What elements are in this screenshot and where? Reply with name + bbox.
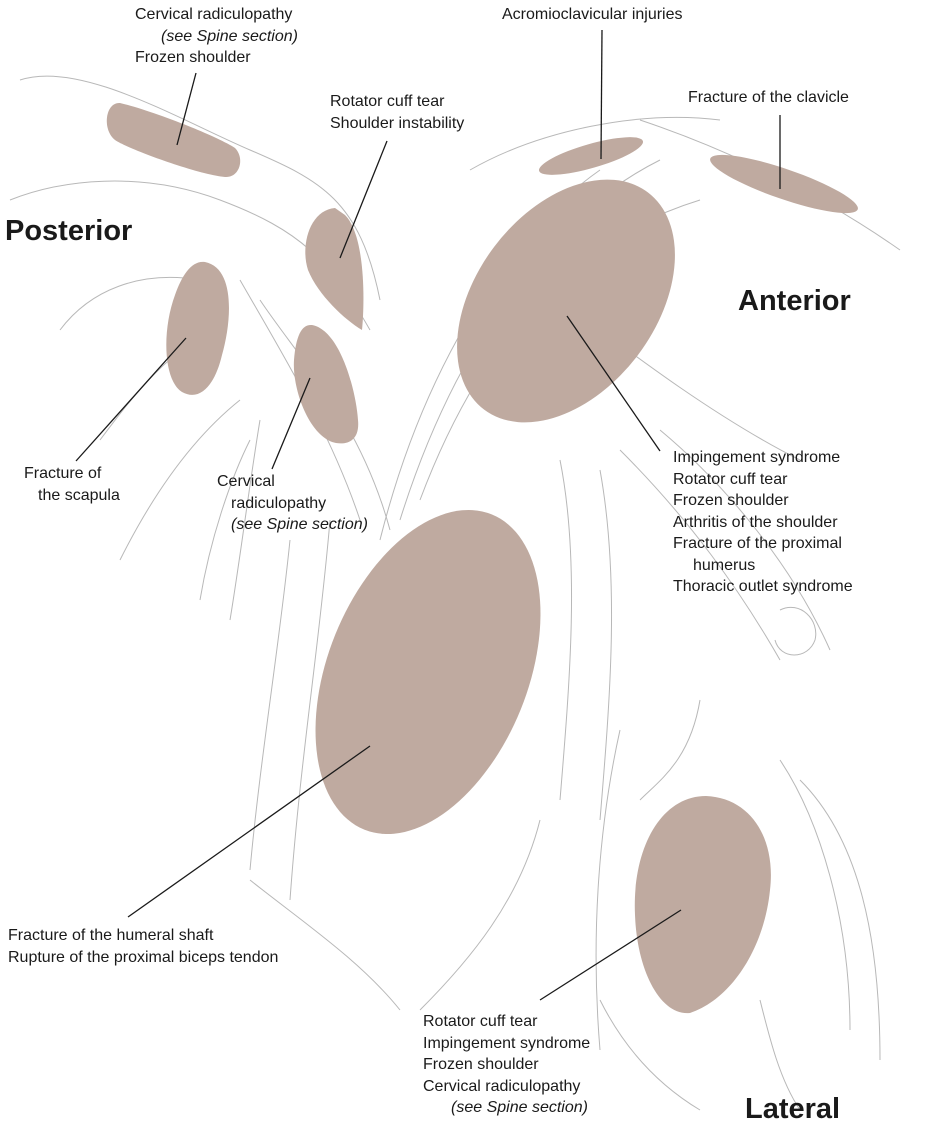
leader-lateral [539,909,682,1001]
label-clavicle: Fracture of the clavicle [688,87,849,109]
label-text: Cervical radiculopathy [423,1077,581,1095]
label-note: (see Spine section) [231,516,368,533]
label-note: (see Spine section) [161,27,298,45]
label-text: Fracture of the proximal [673,535,842,552]
label-text: Impingement syndrome [423,1034,591,1052]
region-clavicle [710,154,858,214]
region-posterior-neck [106,102,241,178]
label-lateral: Rotator cuff tear Impingement syndrome F… [423,1011,590,1119]
region-scapula [166,261,229,395]
label-scapula: Fracture of the scapula [24,463,120,506]
label-cervical-mid: Cervical radiculopathy (see Spine sectio… [217,471,368,536]
label-text: Rotator cuff tear [673,470,788,488]
label-text: Acromioclavicular injuries [502,6,683,23]
label-text: Rotator cuff tear [423,1013,538,1030]
label-text: Cervical [217,473,275,490]
label-text: Cervical radiculopathy [135,6,293,23]
leader-rotator-cuff-top [339,140,388,259]
label-rotator-cuff-top: Rotator cuff tear Shoulder instability [330,91,464,134]
label-text: Shoulder instability [330,114,465,132]
label-text: humerus [693,556,756,574]
leader-anterior-main [566,315,661,452]
label-humeral: Fracture of the humeral shaft Rupture of… [8,925,278,968]
pain-regions [106,102,858,1014]
region-humeral-shaft [315,509,541,835]
label-text: Rupture of the proximal biceps tendon [8,948,279,966]
leader-lines [75,29,781,1001]
region-acromioclavicular [538,137,644,175]
label-text: Arthritis of the shoulder [673,513,838,531]
label-text: the scapula [38,486,120,504]
leader-scapula [75,337,187,462]
label-posterior-top: Cervical radiculopathy (see Spine sectio… [135,4,298,69]
view-title-anterior: Anterior [738,285,851,317]
label-acromioclavicular: Acromioclavicular injuries [502,4,683,26]
view-title-lateral: Lateral [745,1093,841,1125]
leader-acromioclavicular [600,29,603,160]
label-text: Fracture of the humeral shaft [8,927,214,944]
label-text: Impingement syndrome [673,449,841,466]
leader-cervical-mid [271,377,311,470]
label-anterior-main: Impingement syndrome Rotator cuff tear F… [673,447,853,598]
label-text: Frozen shoulder [673,492,789,509]
region-lateral-shoulder [634,796,771,1014]
label-text: Fracture of [24,465,102,482]
view-title-posterior: Posterior [5,215,133,247]
label-text: Frozen shoulder [423,1056,539,1073]
region-cervical-mid [293,324,359,444]
region-posterior-rotator-cuff [305,208,364,330]
label-text: Rotator cuff tear [330,93,445,110]
label-text: Fracture of the clavicle [688,89,849,106]
label-note: (see Spine section) [451,1099,588,1116]
leader-posterior-top [176,72,197,146]
region-anterior-shoulder [457,179,675,423]
label-text: radiculopathy [231,494,327,512]
label-text: Frozen shoulder [135,49,251,66]
label-text: Thoracic outlet syndrome [673,578,853,595]
leader-humeral [127,745,371,918]
